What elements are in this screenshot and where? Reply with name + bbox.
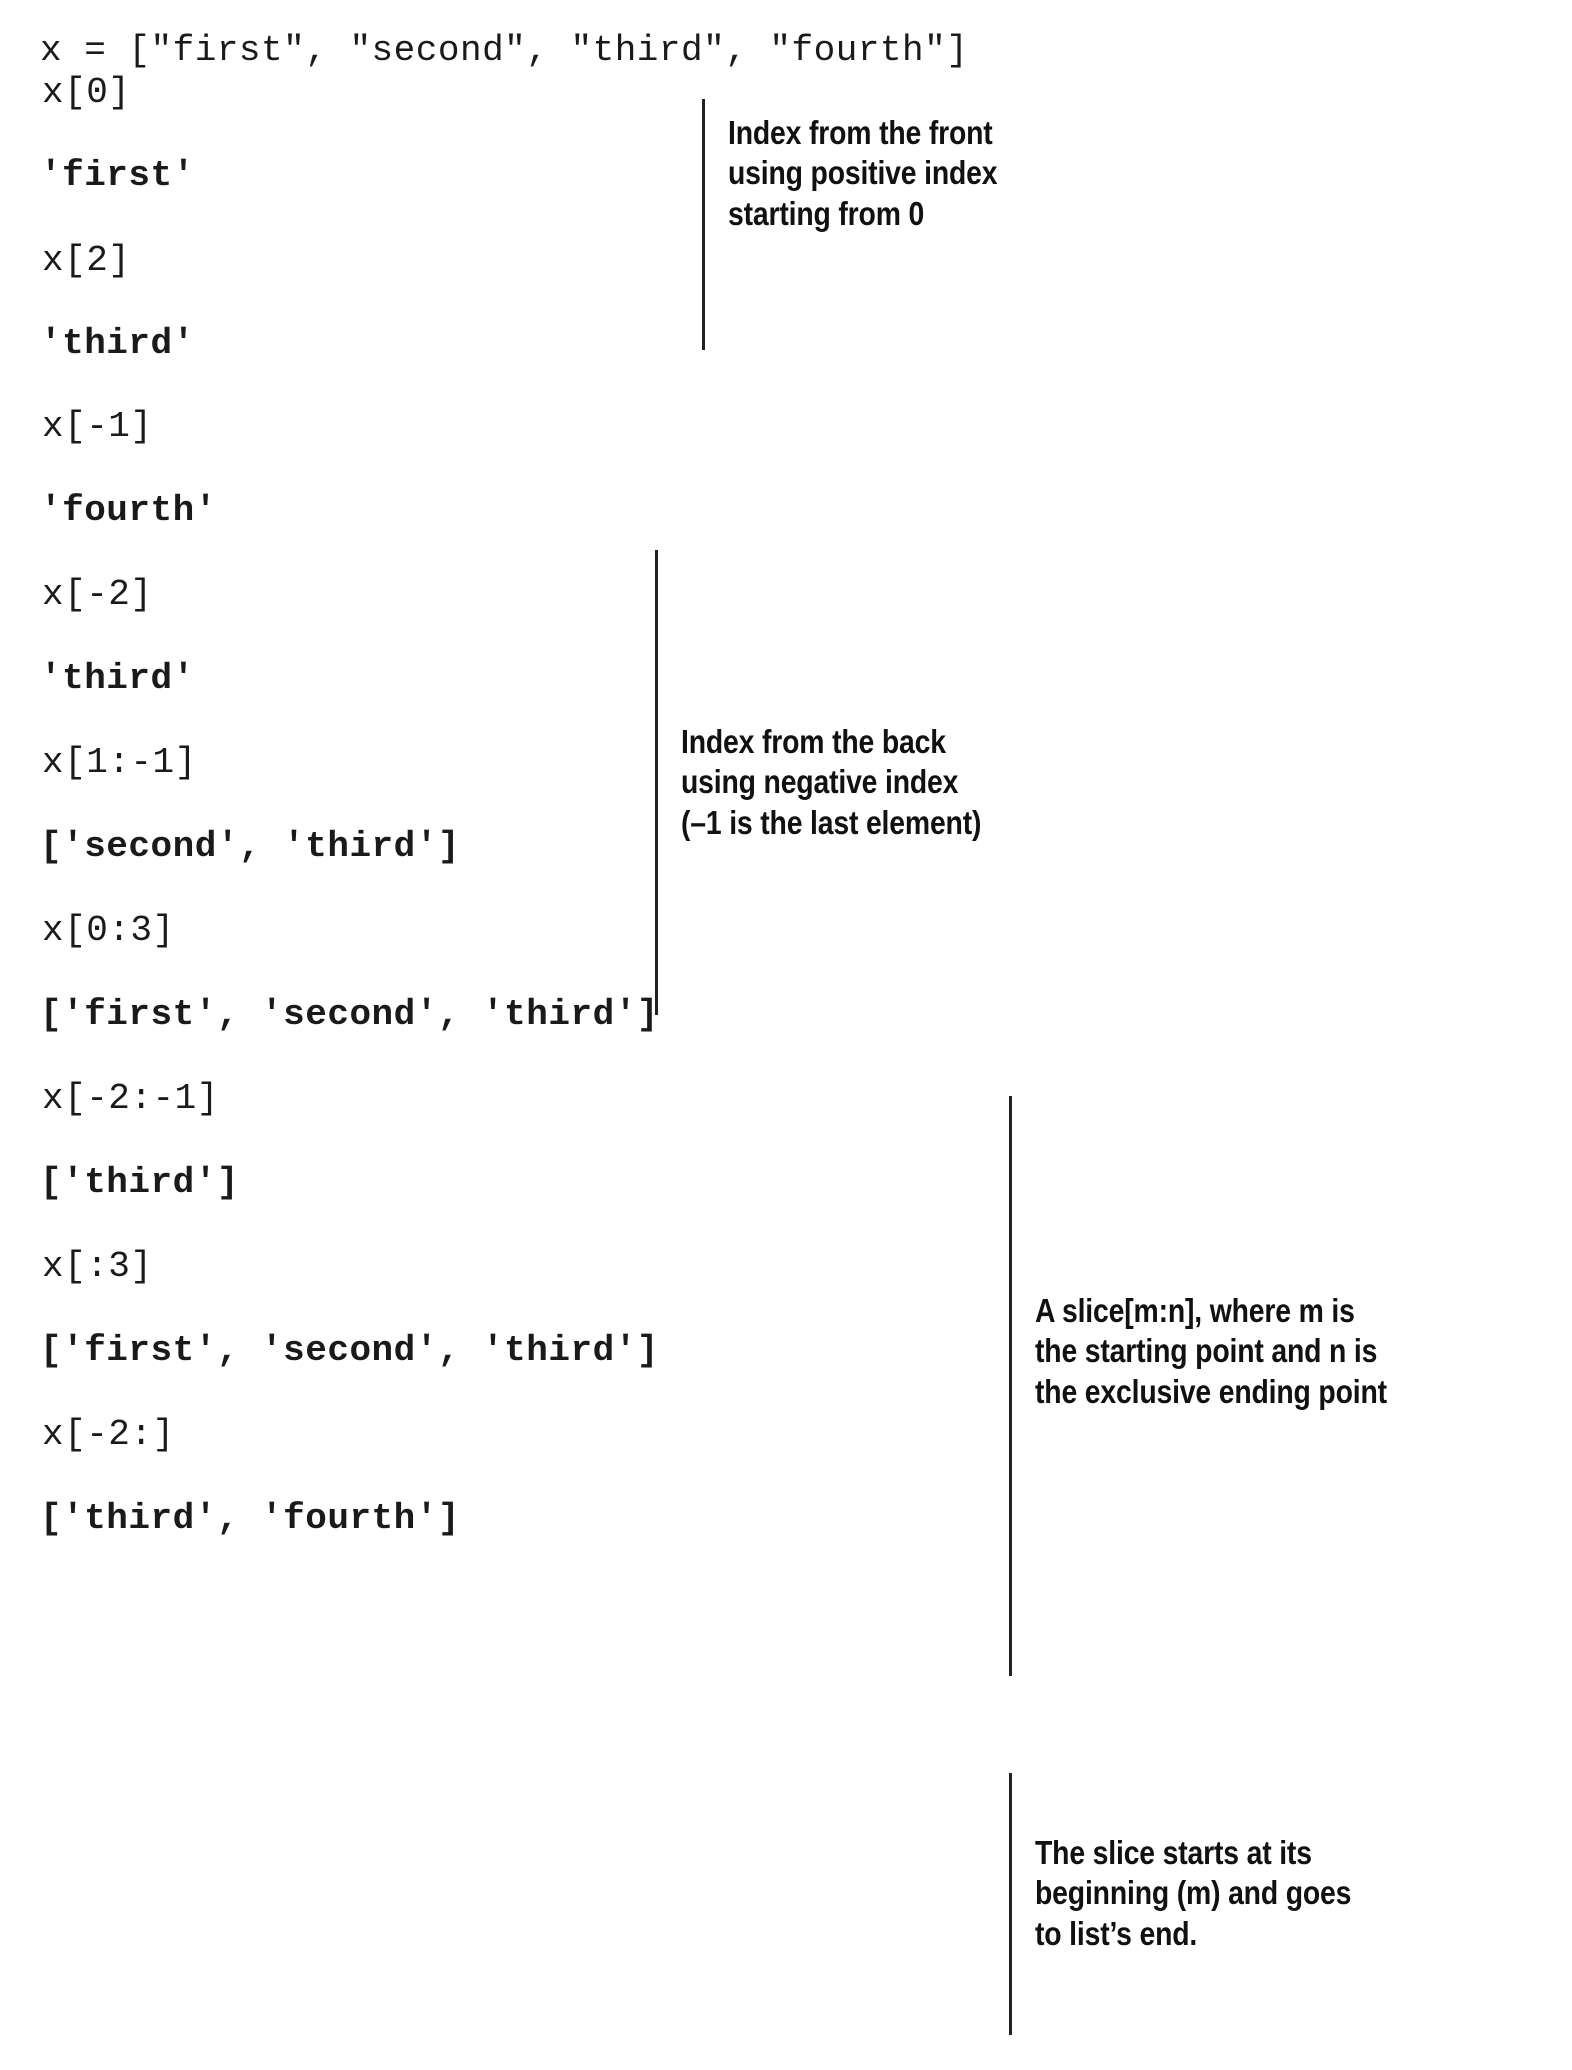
code-line-input-xneg2: x[-2]: [42, 574, 153, 615]
code-line-input-x03: x[0:3]: [42, 910, 175, 951]
annotation-divider-2: [655, 550, 658, 1015]
annotation-negative-index: Index from the back using negative index…: [655, 550, 1305, 1015]
code-line-output-third-1: 'third': [40, 323, 195, 364]
annotation-divider-4: [1009, 1773, 1012, 2035]
code-line-output-fourth: 'fourth': [40, 490, 217, 531]
code-line-output-second-third: ['second', 'third']: [40, 826, 460, 867]
code-line-output-first-second-third-1: ['first', 'second', 'third']: [40, 994, 659, 1035]
annotation-divider-1: [702, 99, 705, 350]
code-line-input-xneg2neg1: x[-2:-1]: [42, 1078, 219, 1119]
code-line-input-x2: x[2]: [42, 240, 131, 281]
code-line-input-x0: x[0]: [42, 72, 131, 113]
code-line-input-xcolon3: x[:3]: [42, 1246, 153, 1287]
annotation-slice-open-end: The slice starts at its beginning (m) an…: [1009, 1773, 1569, 2035]
annotation-text-slice-m-n: A slice[m:n], where m is the starting po…: [1035, 1292, 1387, 1410]
code-line-input-x1neg1: x[1:-1]: [42, 742, 197, 783]
code-line-output-first-second-third-2: ['first', 'second', 'third']: [40, 1330, 659, 1371]
code-line-output-third-3: ['third']: [40, 1162, 239, 1203]
annotation-text-positive-index: Index from the front using positive inde…: [728, 114, 998, 232]
code-assignment-line: x = ["first", "second", "third", "fourth…: [40, 30, 969, 71]
annotation-text-negative-index: Index from the back using negative index…: [681, 723, 982, 841]
annotation-slice-m-n: A slice[m:n], where m is the starting po…: [1009, 1096, 1569, 1676]
code-line-output-first: 'first': [40, 155, 195, 196]
annotation-positive-index: Index from the front using positive inde…: [702, 99, 1302, 350]
code-line-output-third-fourth: ['third', 'fourth']: [40, 1498, 460, 1539]
annotation-divider-3: [1009, 1096, 1012, 1676]
code-line-input-xneg2colon: x[-2:]: [42, 1414, 175, 1455]
annotation-text-slice-open-end: The slice starts at its beginning (m) an…: [1035, 1834, 1352, 1952]
code-line-input-xneg1: x[-1]: [42, 406, 153, 447]
code-line-output-third-2: 'third': [40, 658, 195, 699]
